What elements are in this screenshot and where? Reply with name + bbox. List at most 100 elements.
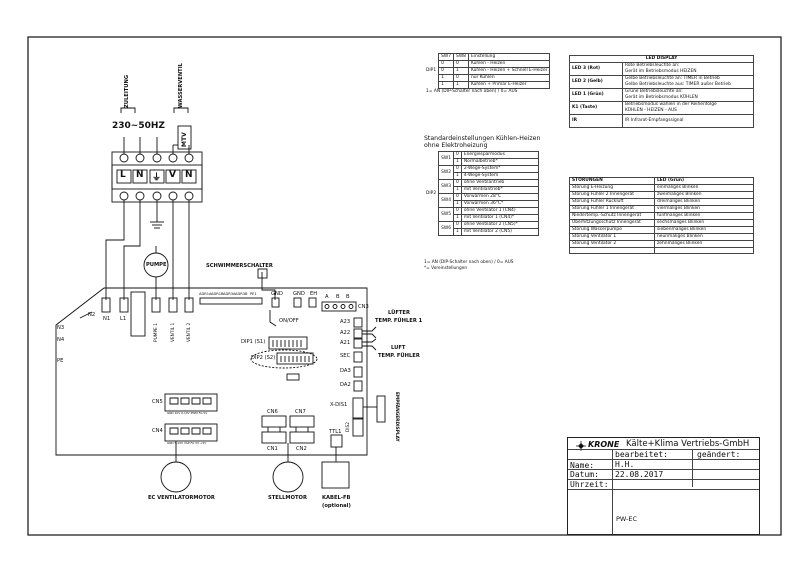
table-cell: 1 xyxy=(453,200,462,208)
geaendert-label: geändert: xyxy=(697,450,741,459)
table-cell: 1 xyxy=(453,214,462,222)
table-cell: mit Ventilator 1 (CN4)* xyxy=(460,214,539,222)
table-cell: 0 xyxy=(453,74,469,82)
cn1-label: CN1 xyxy=(267,446,278,452)
table-cell: 0 xyxy=(453,165,462,173)
board-label-l1: L1 xyxy=(120,316,127,322)
table-row: DIP2 SW1 0 Energiesparmodus xyxy=(424,151,539,196)
abb-label-b2: B xyxy=(346,294,350,300)
dip2-footnote-2: *= Voreinstellungen xyxy=(424,266,468,271)
table-cell: Energiesparmodus xyxy=(460,151,539,159)
temp-fuehler-1-label: TEMP. FÜHLER 1 xyxy=(375,318,423,324)
table-cell: 0 xyxy=(453,193,462,201)
table-row: SW5 0 ohne Ventilator 1 (CN4) xyxy=(424,207,539,222)
table-cell: neunmaliges Blinken xyxy=(654,233,754,241)
table-cell: SW4 xyxy=(438,193,455,208)
table-row: LED 1 (Grün) Grüne Betriebsleuchte an:Ge… xyxy=(569,88,754,102)
brand-name: KRONE xyxy=(588,440,620,449)
title-block: KRONE Kälte+Klima Vertriebs-GmbH bearbei… xyxy=(567,437,760,535)
connector-a21: A21 xyxy=(340,340,351,346)
table-cell: 1 xyxy=(438,74,455,82)
board-label-n2: N2 xyxy=(88,312,96,318)
table-cell: Kühlen + Primär E-Heizer xyxy=(467,81,551,89)
table-row: 0 0 Kühlen - Heizen xyxy=(424,60,551,68)
table-cell: ohne Ventilator 2 (CN5)* xyxy=(460,221,539,229)
table-cell: ohne Ventilantrieb xyxy=(460,179,539,187)
dip2-table: DIP2 SW1 0 Energiesparmodus 1 Normalbetr… xyxy=(424,151,539,236)
table-cell xyxy=(569,247,655,254)
table-cell: 1 xyxy=(453,228,462,236)
connector-da2: DA2 xyxy=(340,382,351,388)
table-row: SW6 0 ohne Ventilator 2 (CN5)* xyxy=(424,221,539,236)
wasserventil-label: WASSERVENTIL xyxy=(178,63,184,108)
board-label-pe: PE xyxy=(57,358,64,364)
eh-label: EH xyxy=(310,291,318,297)
table-cell: 1 xyxy=(453,81,469,89)
dip1-label: DIP1 (S1) xyxy=(241,339,266,345)
addr-label-adr3a: ADR3A xyxy=(223,292,236,296)
addr-label-pe1: PE1 xyxy=(250,292,257,296)
table-cell: zehnmaliges Blinken xyxy=(654,240,754,248)
cn3-label: CN3 xyxy=(358,304,369,310)
table-cell: Kühlen - Heizen + Schnell E-Heizer xyxy=(467,67,551,75)
table-cell: 1 xyxy=(453,186,462,194)
led-name: K1 (Taste) xyxy=(569,101,623,115)
table-cell: Vorwärmen 28°C xyxy=(460,193,539,201)
cn4-label: CN4 xyxy=(152,428,163,434)
connector-x-dis1: X-DIS1 xyxy=(330,402,348,408)
table-cell: Vorwärmen 36°C* xyxy=(460,200,539,208)
led-desc: Gerät im Betriebsmodus KÜHLEN xyxy=(625,95,698,100)
table-row: 1 mit Ventilator 2 (CN5) xyxy=(424,228,539,236)
document-code: PW-EC xyxy=(616,515,638,523)
led-desc: Rote Betriebsleuchte an: xyxy=(625,63,680,68)
uhrzeit-label: Uhrzeit: xyxy=(570,480,609,489)
table-cell: Störung Fühler 1 Innengerät xyxy=(569,205,655,213)
dip1-footnote: 1= AN (DIP-Schalter nach oben) / 0= AUS xyxy=(426,89,518,94)
board-label-n3: N3 xyxy=(57,325,65,331)
kabel-fb-label: KABEL-FB xyxy=(322,495,351,501)
table-cell: Störung Wasserpumpe xyxy=(569,226,655,234)
table-cell: zweimaliges Blinken xyxy=(654,191,754,199)
table-cell: 0 xyxy=(438,67,455,75)
dip1-header-sw7: SW7 xyxy=(438,53,455,61)
ec-ventilatormotor-label: EC VENTILATORMOTOR xyxy=(148,495,215,501)
led-name: LED 3 (Rot) xyxy=(569,62,623,76)
on-off-label: ON/OFF xyxy=(279,318,299,324)
table-cell: nur Kühlen xyxy=(467,74,551,82)
table-row: LED 2 (Gelb) Gelbe Betriebsleuchte an: T… xyxy=(569,75,754,89)
table-cell: Überhitzungsschutz Innengerät xyxy=(569,219,655,227)
table-cell: 1 xyxy=(453,67,469,75)
table-row: SW3 0 ohne Ventilantrieb xyxy=(424,179,539,194)
table-cell: Kühlen - Heizen xyxy=(467,60,551,68)
gnd-label-1: GND xyxy=(271,291,283,297)
mtv-label: MTV xyxy=(181,132,188,147)
led-desc: KÜHLEN - HEIZEN - AUS xyxy=(625,108,677,113)
table-cell: Niedertemp.-Schutz Innengerät xyxy=(569,212,655,220)
ventil1-terminal-label: VENTIL 1 xyxy=(171,322,176,342)
table-cell: siebenmaliges Blinken xyxy=(654,226,754,234)
cn5-pins-label: GND 10V 0-10V PWM FG 5V xyxy=(167,411,208,415)
connector-a23: A23 xyxy=(340,319,351,325)
table-cell: SW2 xyxy=(438,165,455,180)
terminal-n: N xyxy=(136,170,144,180)
table-cell: sechsmaliges Blinken xyxy=(654,219,754,227)
pumpe-terminal-label: PUMPE 1 xyxy=(154,323,159,342)
name-value: H.H. xyxy=(615,460,635,469)
dip2-table-label: DIP2 xyxy=(426,190,437,196)
cn2-label: CN2 xyxy=(296,446,307,452)
connector-da3: DA3 xyxy=(340,368,351,374)
table-cell: einmaliges Blinken xyxy=(654,184,754,192)
ventil2-terminal-label: VENTIL 2 xyxy=(187,322,192,342)
table-row: K1 (Taste) Betriebsmodus wählen in der R… xyxy=(569,101,754,115)
optional-label: (optional) xyxy=(322,503,351,509)
table-cell: 0 xyxy=(438,60,455,68)
led-desc: Betriebsmodus wählen in der Reihenfolge xyxy=(625,102,717,107)
table-cell: Störung E-Heizung xyxy=(569,184,655,192)
